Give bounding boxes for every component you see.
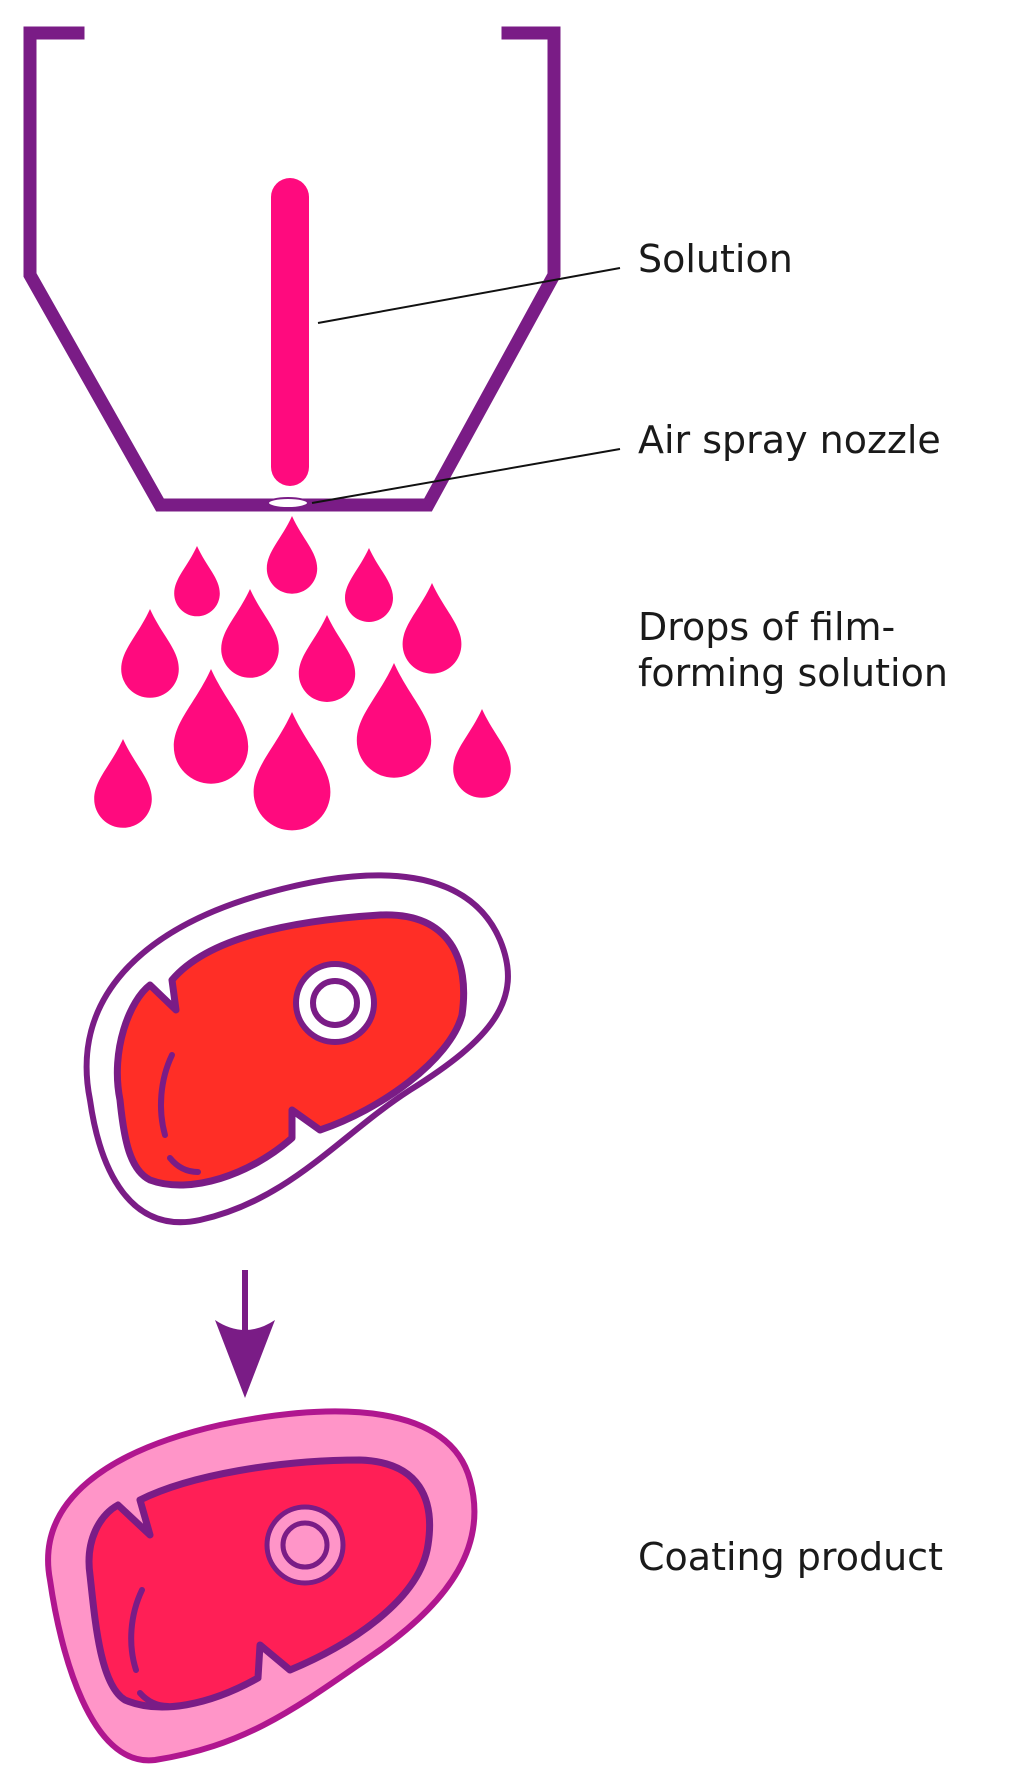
meat-line (157, 1052, 175, 1138)
meat-line (137, 1690, 171, 1709)
drop-icon (356, 663, 432, 778)
drop-icon (221, 589, 279, 678)
coated-bone-inner (280, 1520, 330, 1570)
drops-label-line-2: forming solution (638, 651, 948, 695)
coating-product-label: Coating product (638, 1535, 943, 1579)
solution-leader-line (317, 267, 621, 324)
drop-icon (121, 609, 179, 698)
solution-label: Solution (638, 237, 793, 281)
drops-label-line-1: Drops of film- (638, 605, 896, 649)
drop-icon (266, 516, 318, 594)
nozzle-icon (267, 497, 309, 509)
solution-tube-icon (271, 178, 309, 486)
nozzle-leader-line (311, 448, 621, 504)
meat-bone-inner (310, 978, 360, 1028)
meat-body (113, 911, 468, 1189)
drop-icon (253, 712, 331, 831)
coated-meat-icon (45, 1408, 478, 1764)
drop-icon (402, 583, 462, 674)
drops-label: Drops of film- forming solution (638, 604, 948, 696)
drop-icon (298, 615, 356, 702)
drop-icon (173, 669, 249, 784)
meat-line (128, 1587, 145, 1673)
drop-icon (174, 546, 220, 617)
drop-icon (94, 739, 152, 828)
drops-group (94, 516, 511, 831)
drop-icon (345, 548, 393, 622)
air-spray-nozzle-label: Air spray nozzle (638, 418, 941, 462)
drop-icon (453, 709, 511, 798)
coated-meat-body (85, 1456, 434, 1711)
down-arrow-icon (215, 1270, 275, 1398)
meat-icon (83, 872, 511, 1225)
meat-line (167, 1155, 201, 1175)
